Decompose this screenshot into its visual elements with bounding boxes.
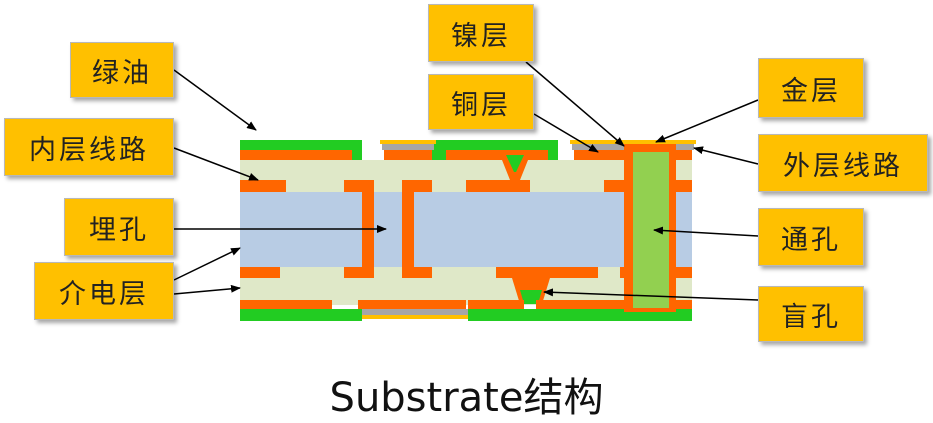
- nickel-layer-arrow: [525, 61, 625, 147]
- bottom-copper-traces: [240, 300, 692, 309]
- label-inner-layer-trace: 内层线路: [4, 118, 174, 176]
- label-green-oil: 绿油: [70, 42, 174, 98]
- substrate-cross-section: [240, 140, 696, 321]
- inner-layer-trace-arrow: [173, 147, 259, 181]
- label-outer-layer-trace: 外层线路: [758, 134, 928, 192]
- blind-via-arrow: [543, 288, 759, 301]
- upper-inner-traces: [240, 180, 692, 192]
- label-through-via: 通孔: [758, 208, 864, 266]
- dielectric-arrow-1: [173, 247, 241, 281]
- label-dielectric-layer: 介电层: [34, 262, 174, 320]
- label-gold-layer: 金层: [758, 58, 864, 118]
- green-oil-arrow: [173, 69, 257, 131]
- through-via-arrow: [653, 226, 759, 237]
- label-blind-via: 盲孔: [758, 286, 864, 342]
- label-copper-layer: 铜层: [428, 74, 534, 130]
- outer-layer-trace-arrow: [693, 146, 759, 165]
- label-buried-via: 埋孔: [64, 198, 174, 256]
- nickel-finish: [382, 144, 434, 150]
- label-nickel-layer: 镍层: [428, 4, 534, 62]
- gold-layer-arrow: [655, 99, 759, 143]
- leader-arrows: [173, 61, 759, 301]
- gold-finish: [380, 140, 436, 144]
- diagram-caption: Substrate结构: [329, 375, 604, 421]
- copper-layer-arrow: [533, 113, 599, 153]
- dielectric-arrow-2: [173, 284, 241, 295]
